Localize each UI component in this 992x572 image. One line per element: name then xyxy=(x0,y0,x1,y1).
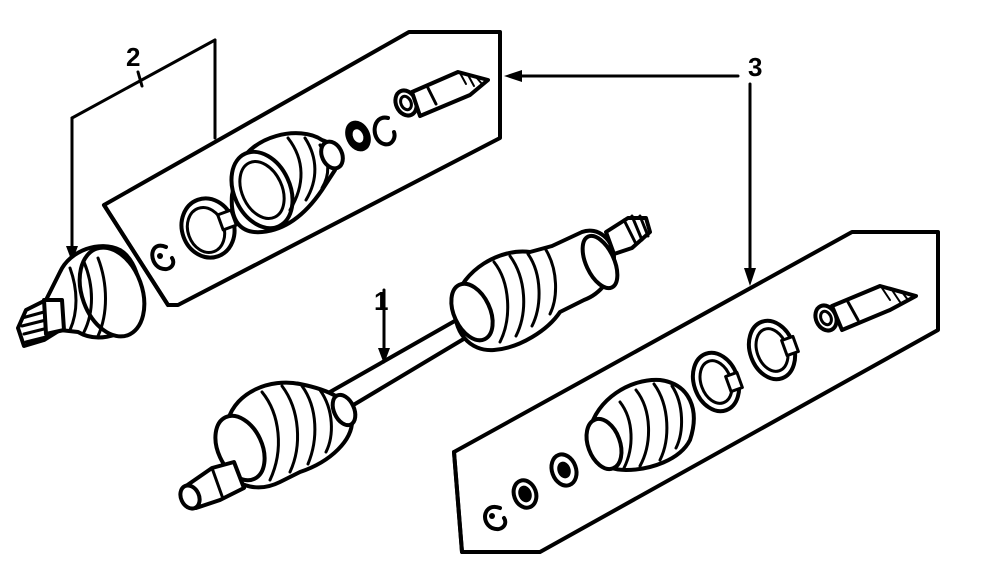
upper-grease-tube xyxy=(393,70,490,118)
upper-snap-ring xyxy=(150,243,176,271)
upper-clamp xyxy=(179,196,238,260)
upper-boot xyxy=(229,131,345,235)
lower-clamp-2 xyxy=(746,318,800,382)
callout-3-leader: 3 xyxy=(504,52,762,286)
callout-1-label: 1 xyxy=(374,286,388,316)
lower-washer-1 xyxy=(511,478,539,510)
outer-cv-joint xyxy=(16,244,147,348)
lower-washer-2 xyxy=(549,452,579,488)
callout-3-label: 3 xyxy=(748,52,762,82)
callout-2-leader: 2 xyxy=(66,38,217,262)
lower-snap-ring xyxy=(483,504,508,531)
lower-clamp-1 xyxy=(690,350,744,414)
callout-1-leader: 1 xyxy=(374,286,390,364)
upper-small-rings xyxy=(345,115,397,152)
axle-shaft xyxy=(178,214,652,511)
lower-boot xyxy=(584,377,696,472)
lower-grease-tube xyxy=(813,284,918,333)
callout-2-label: 2 xyxy=(126,42,140,72)
